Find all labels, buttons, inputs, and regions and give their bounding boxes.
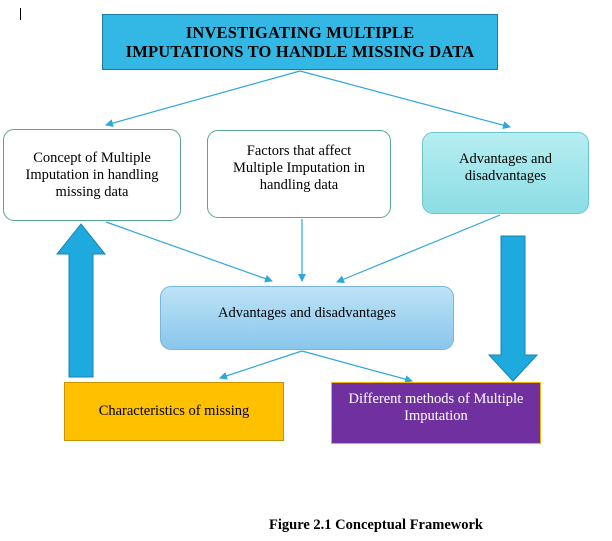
- factors-line-1: Factors that affect: [246, 143, 352, 159]
- methods-line-2: Imputation: [404, 408, 468, 424]
- connector-title-to-concept: [105, 70, 301, 127]
- connector-concept-to-center: [105, 221, 273, 283]
- block-arrow-down: [487, 235, 539, 382]
- concept-line-3: missing data: [55, 183, 129, 200]
- advantages-top-line-2: disadvantages: [464, 168, 547, 184]
- methods-box: Different methods of Multiple Imputation: [331, 382, 541, 444]
- connector-center-to-methods: [301, 350, 413, 384]
- text-cursor: [20, 8, 21, 20]
- figure-caption: Figure 2.1 Conceptual Framework: [269, 517, 483, 533]
- factors-box: Factors that affect Multiple Imputation …: [207, 130, 391, 218]
- factors-line-2: Multiple Imputation in: [232, 160, 366, 176]
- methods-line-1: Different methods of Multiple: [348, 391, 524, 407]
- title-box: INVESTIGATING MULTIPLE IMPUTATIONS TO HA…: [102, 14, 498, 70]
- connector-advantages-to-center: [336, 214, 501, 284]
- connector-title-to-advantages: [299, 70, 511, 130]
- advantages-box-center: Advantages and disadvantages: [160, 286, 454, 350]
- factors-line-3: handling data: [259, 177, 339, 193]
- concept-line-1: Concept of Multiple: [33, 149, 151, 166]
- concept-line-2: Imputation in handling: [25, 166, 159, 183]
- title-line-2: IMPUTATIONS TO HANDLE MISSING DATA: [125, 42, 475, 61]
- advantages-center-label: Advantages and disadvantages: [218, 305, 396, 321]
- characteristics-label: Characteristics of missing: [98, 403, 250, 419]
- concept-box: Concept of Multiple Imputation in handli…: [3, 129, 181, 221]
- connector-center-to-characteristics: [219, 350, 303, 380]
- advantages-top-line-1: Advantages and: [458, 151, 552, 167]
- advantages-box-top: Advantages and disadvantages: [422, 132, 589, 214]
- block-arrow-up: [55, 223, 107, 378]
- characteristics-box: Characteristics of missing: [64, 382, 284, 441]
- title-line-1: INVESTIGATING MULTIPLE: [185, 23, 415, 42]
